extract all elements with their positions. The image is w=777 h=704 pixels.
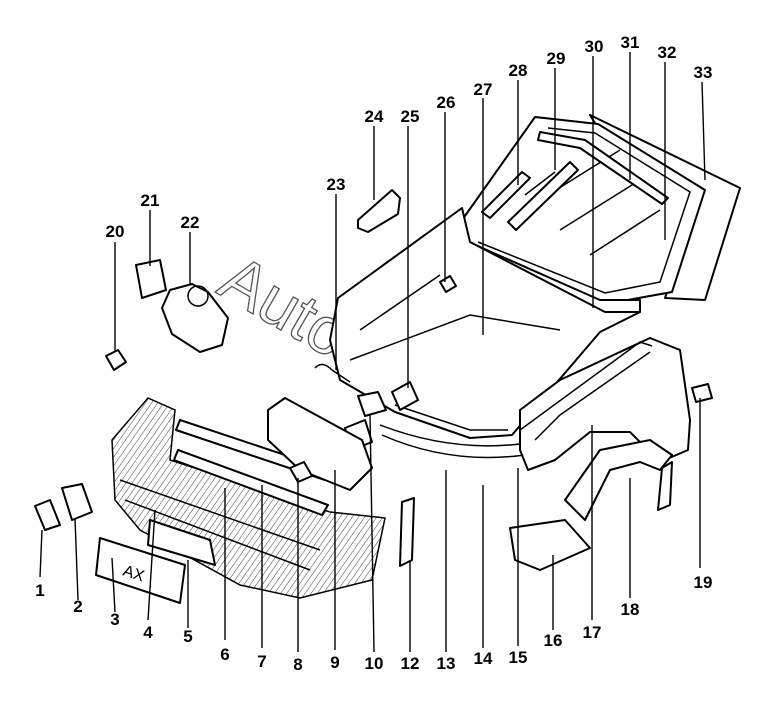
callout-18: 18 xyxy=(621,600,640,619)
callout-20: 20 xyxy=(106,222,125,241)
wheel-arch-liner xyxy=(564,439,673,521)
callout-24: 24 xyxy=(365,107,384,126)
sun-visor-right xyxy=(507,161,579,231)
side-indicator-lamp xyxy=(135,259,167,299)
leader-lines xyxy=(39,52,706,653)
licence-plate-text: AX xyxy=(121,563,147,586)
callout-33: 33 xyxy=(694,63,713,82)
callout-15: 15 xyxy=(509,648,528,667)
latch-bracket xyxy=(357,391,387,417)
bumper-bracket-left xyxy=(34,499,61,531)
callout-21: 21 xyxy=(141,191,160,210)
callout-12: 12 xyxy=(401,654,420,673)
bulb-holder xyxy=(105,349,127,371)
splash-shield xyxy=(509,519,591,571)
callout-10: 10 xyxy=(365,654,384,673)
callout-6: 6 xyxy=(220,645,229,664)
grille-bar-lower xyxy=(173,449,329,516)
callout-3: 3 xyxy=(110,610,119,629)
callout-30: 30 xyxy=(585,37,604,56)
callout-4: 4 xyxy=(143,623,153,642)
bonnet-prop-rod xyxy=(314,363,351,383)
callout-1: 1 xyxy=(35,581,44,600)
bonnet-lock xyxy=(391,381,419,411)
callout-26: 26 xyxy=(437,93,456,112)
side-bracket xyxy=(399,497,415,567)
callout-27: 27 xyxy=(474,80,493,99)
callout-25: 25 xyxy=(401,107,420,126)
callout-13: 13 xyxy=(437,654,456,673)
emblem xyxy=(289,461,313,483)
callout-28: 28 xyxy=(509,61,528,80)
callout-8: 8 xyxy=(293,655,302,674)
callout-5: 5 xyxy=(183,627,192,646)
wing-rear-strip xyxy=(657,461,673,511)
bonnet-hinge xyxy=(357,189,401,233)
bumper-mount-left xyxy=(61,483,93,521)
callout-32: 32 xyxy=(658,43,677,62)
upper-trim-strip xyxy=(537,131,669,205)
licence-plate xyxy=(95,537,186,604)
bonnet-buffer xyxy=(439,275,457,293)
callout-numbers: 1 2 3 4 5 6 7 8 9 10 12 13 14 15 16 17 1… xyxy=(35,33,712,674)
callout-9: 9 xyxy=(330,653,339,672)
callout-19: 19 xyxy=(694,573,713,592)
callout-22: 22 xyxy=(181,213,200,232)
plate-holder xyxy=(147,519,216,566)
callout-29: 29 xyxy=(547,49,566,68)
side-repeater xyxy=(691,383,713,403)
callout-17: 17 xyxy=(583,623,602,642)
callout-2: 2 xyxy=(73,597,82,616)
callout-7: 7 xyxy=(257,652,266,671)
callout-16: 16 xyxy=(544,631,563,650)
moulding-strip-lower xyxy=(381,434,526,459)
callout-14: 14 xyxy=(474,649,493,668)
front-cross-member xyxy=(267,397,373,491)
callout-23: 23 xyxy=(327,175,346,194)
moulding-strip-upper xyxy=(379,424,521,447)
wing-support-strip xyxy=(519,341,653,431)
callout-31: 31 xyxy=(621,33,640,52)
